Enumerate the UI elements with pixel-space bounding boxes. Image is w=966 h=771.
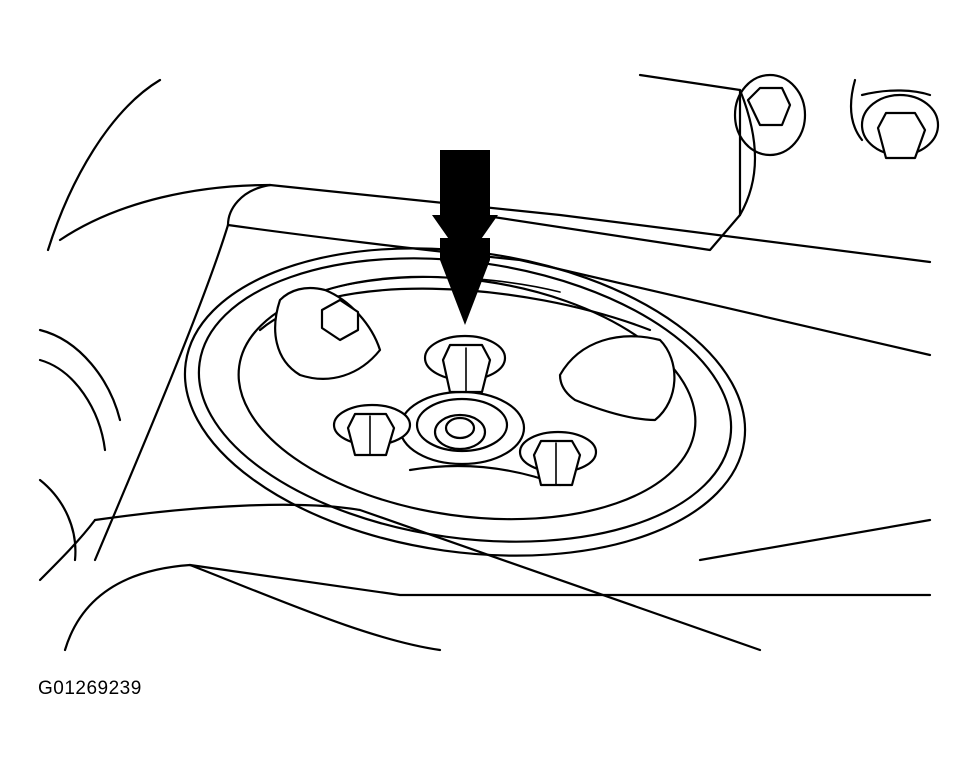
arrow-icon bbox=[432, 150, 498, 325]
top-bolt bbox=[423, 334, 507, 394]
left-bolt bbox=[332, 403, 412, 457]
center-hub bbox=[398, 390, 526, 466]
upper-right-bolts bbox=[733, 73, 940, 160]
rear-bolt bbox=[320, 298, 360, 342]
figure-id-label: G01269239 bbox=[38, 678, 142, 699]
right-bolt bbox=[518, 430, 598, 487]
fender-panel-outline bbox=[38, 328, 932, 652]
body-panel-outline bbox=[46, 73, 932, 562]
